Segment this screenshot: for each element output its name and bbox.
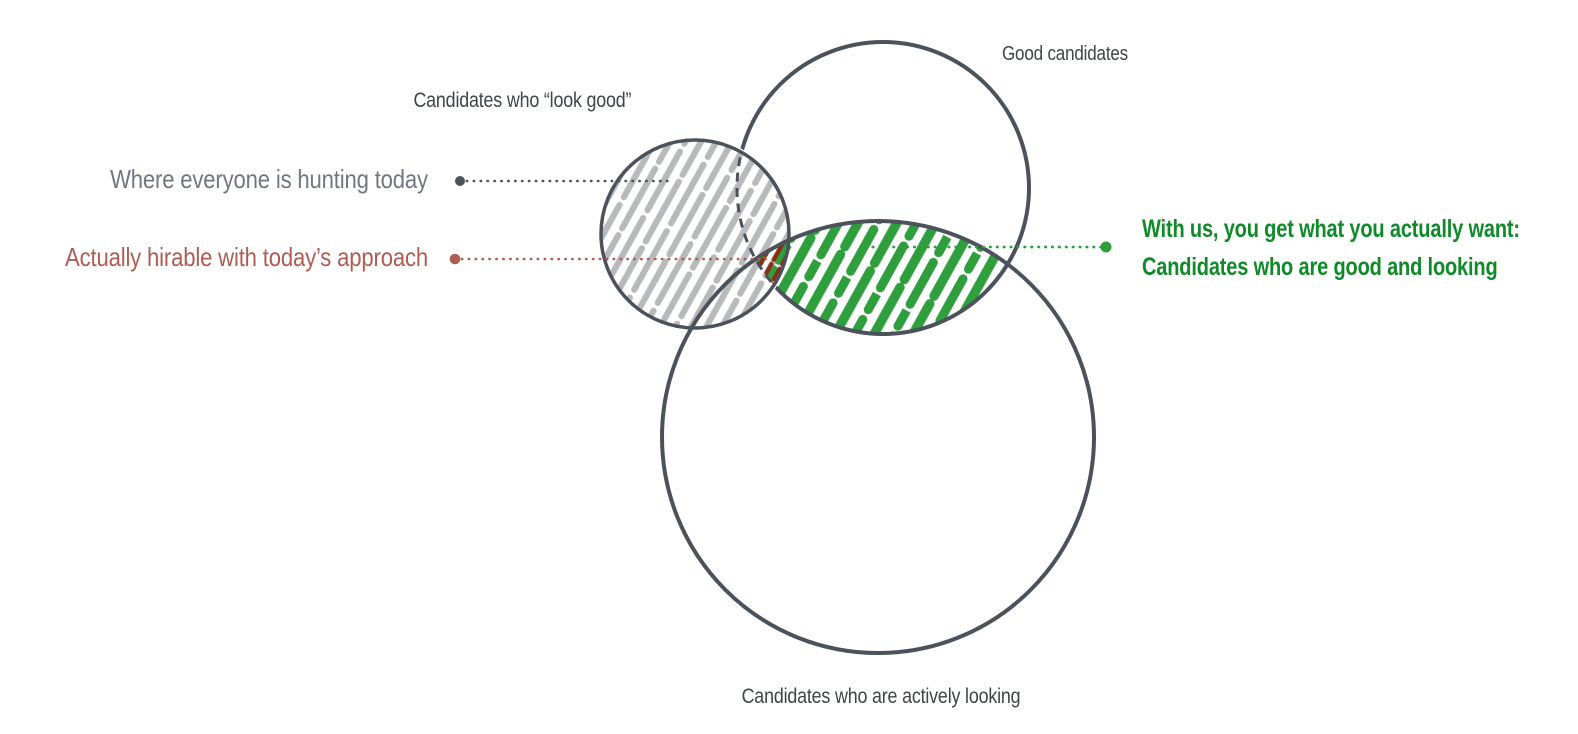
label-look-good-candidates: Candidates who “look good” — [413, 89, 632, 112]
annotation-with-us-line2: Candidates who are good and looking — [1142, 253, 1498, 281]
annotation-with-us-line1: With us, you get what you actually want: — [1142, 215, 1520, 243]
circle-good-candidates-dashed-arc — [735, 140, 789, 328]
annotation-with-us: With us, you get what you actually want:… — [1142, 210, 1520, 286]
label-good-candidates: Good candidates — [1002, 43, 1128, 65]
annotation-where-everyone-hunting: Where everyone is hunting today — [110, 164, 428, 194]
circle-look-good — [599, 138, 791, 330]
gray-hatch-region — [601, 140, 789, 328]
circle-actively-looking — [660, 219, 1096, 655]
leader-dot-hunting — [455, 176, 465, 186]
annotation-actually-hirable: Actually hirable with today’s approach — [65, 242, 428, 272]
leader-dot-green — [1100, 241, 1112, 253]
label-actively-looking-candidates: Candidates who are actively looking — [741, 685, 1021, 708]
leader-dot-hirable — [449, 253, 461, 265]
